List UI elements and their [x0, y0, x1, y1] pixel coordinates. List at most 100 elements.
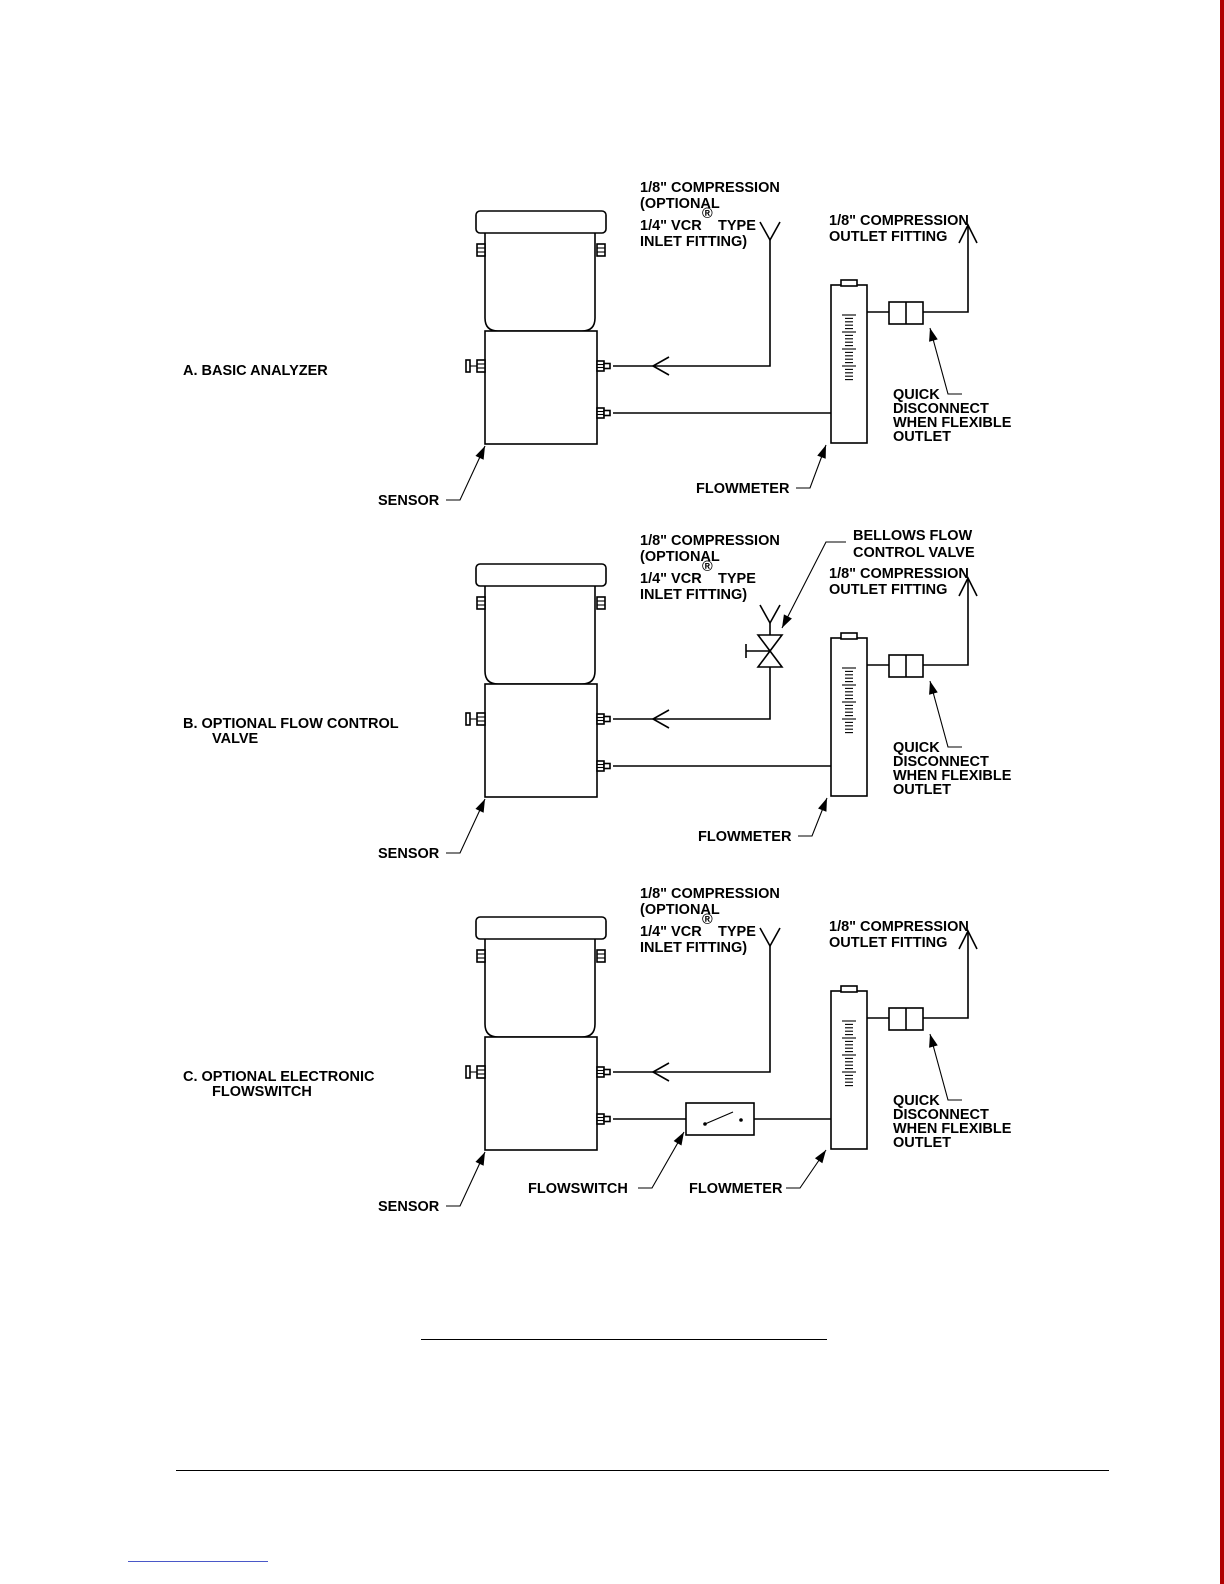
- caption-rule: [421, 1339, 827, 1340]
- inlet-label-line-3: 1/4" VCR: [640, 924, 702, 940]
- outlet-port: [596, 407, 611, 419]
- sensor-leader: [446, 798, 486, 854]
- fitting-stem: [603, 1115, 611, 1123]
- inlet-label-line-4: INLET FITTING): [640, 587, 747, 603]
- nut: [476, 1065, 486, 1079]
- inlet-label-line-2: (OPTIONAL: [640, 196, 720, 212]
- housing-bolt-left: [476, 243, 486, 257]
- sensor-cell-housing: [484, 233, 596, 332]
- flowmeter-leader: [796, 444, 827, 489]
- disconnect-line-3: WHEN FLEXIBLE: [893, 1121, 1012, 1137]
- disconnect-leader: [929, 680, 962, 748]
- inlet-label-line-3: 1/4" VCR: [640, 571, 702, 587]
- fitting-stem: [603, 409, 611, 417]
- sensor-label-text: SENSOR: [378, 493, 440, 509]
- disconnect-leader: [929, 327, 962, 395]
- quick-disconnect: [867, 576, 978, 678]
- inlet-flow-arrow: [651, 709, 670, 729]
- inlet-label-type: TYPE: [718, 218, 756, 234]
- fitting-nut: [596, 760, 605, 772]
- inlet-label-line-3: 1/4" VCR: [640, 218, 702, 234]
- inlet-end-fork: [759, 221, 781, 242]
- flowswitch-label-text: FLOWSWITCH: [528, 1181, 628, 1197]
- outlet-label-line-1: 1/8" COMPRESSION: [829, 566, 969, 582]
- outlet-port: [596, 760, 611, 772]
- caption-line-1: A. BASIC ANALYZER: [183, 363, 328, 379]
- sensor-cap: [475, 916, 607, 940]
- inlet-flow-arrow: [651, 1062, 670, 1082]
- valve-inlet-fork: [759, 604, 781, 625]
- bolt-head: [465, 1065, 471, 1079]
- panel-a: A. BASIC ANALYZER 1/8" COMPRESSIONOUTLET …: [183, 180, 1012, 509]
- sensor-label: SENSOR: [378, 798, 486, 862]
- registered-mark: ®: [702, 912, 713, 928]
- body-bolt-left: [476, 712, 486, 726]
- fitting-nut: [596, 713, 605, 725]
- inlet-label-line-2: (OPTIONAL: [640, 549, 720, 565]
- piping: [613, 221, 831, 414]
- arrowhead: [817, 445, 826, 459]
- sensor-cell-housing: [484, 586, 596, 685]
- nut: [476, 596, 486, 610]
- arrowhead: [782, 614, 792, 628]
- link-underline[interactable]: [128, 1561, 268, 1562]
- disconnect-line-1: QUICK: [893, 740, 940, 756]
- valve-label-line-2: CONTROL VALVE: [853, 545, 975, 561]
- caption-line-1: B. OPTIONAL FLOW CONTROL: [183, 716, 399, 732]
- disconnect-line-1: QUICK: [893, 387, 940, 403]
- disconnect-line-2: DISCONNECT: [893, 754, 989, 770]
- flowswitch-label: FLOWSWITCH: [528, 1131, 685, 1197]
- nut: [476, 712, 486, 726]
- outlet-vent-line: [923, 225, 969, 313]
- sensor-cap: [475, 563, 607, 587]
- inlet-label-line-2: (OPTIONAL: [640, 902, 720, 918]
- arrowhead: [929, 1034, 938, 1048]
- caption-line-2: FLOWSWITCH: [212, 1084, 312, 1100]
- bellows-valve: [745, 604, 784, 668]
- outlet-label-line-2: OUTLET FITTING: [829, 935, 947, 951]
- sensor-label: SENSOR: [378, 445, 486, 509]
- fitting-nut: [596, 1066, 605, 1078]
- nut: [596, 243, 606, 257]
- disconnect-line-2: DISCONNECT: [893, 1107, 989, 1123]
- quick-disconnect: [867, 223, 978, 325]
- arrowhead: [818, 798, 827, 812]
- inlet-end-fork: [759, 927, 781, 948]
- bolt-head: [465, 712, 471, 726]
- page-edge-bar: [1220, 0, 1224, 1584]
- switch-blade: [704, 1111, 734, 1125]
- arrowhead: [475, 446, 485, 460]
- fitting-stem: [603, 715, 611, 723]
- inlet-port: [596, 360, 611, 372]
- housing-bolt-left: [476, 949, 486, 963]
- valve-upper-cone: [756, 634, 784, 653]
- outlet-vent-line: [923, 578, 969, 666]
- flowmeter-label-text: FLOWMETER: [696, 481, 790, 497]
- inlet-label-line-4: INLET FITTING): [640, 234, 747, 250]
- outlet-label-line-2: OUTLET FITTING: [829, 582, 947, 598]
- sensor-cap: [475, 210, 607, 234]
- fitting-nut: [596, 1113, 605, 1125]
- inlet-port: [596, 1066, 611, 1078]
- flowmeter-leader: [786, 1149, 827, 1189]
- flowmeter-label-text: FLOWMETER: [689, 1181, 783, 1197]
- sensor-label-text: SENSOR: [378, 846, 440, 862]
- fitting-stem: [603, 762, 611, 770]
- body-bolt-left: [476, 359, 486, 373]
- nut: [596, 949, 606, 963]
- arrowhead: [929, 328, 938, 342]
- nut: [476, 949, 486, 963]
- nut: [596, 596, 606, 610]
- sensor-body: [484, 683, 598, 798]
- outlet-label-line-2: OUTLET FITTING: [829, 229, 947, 245]
- flowswitch: [685, 1102, 755, 1136]
